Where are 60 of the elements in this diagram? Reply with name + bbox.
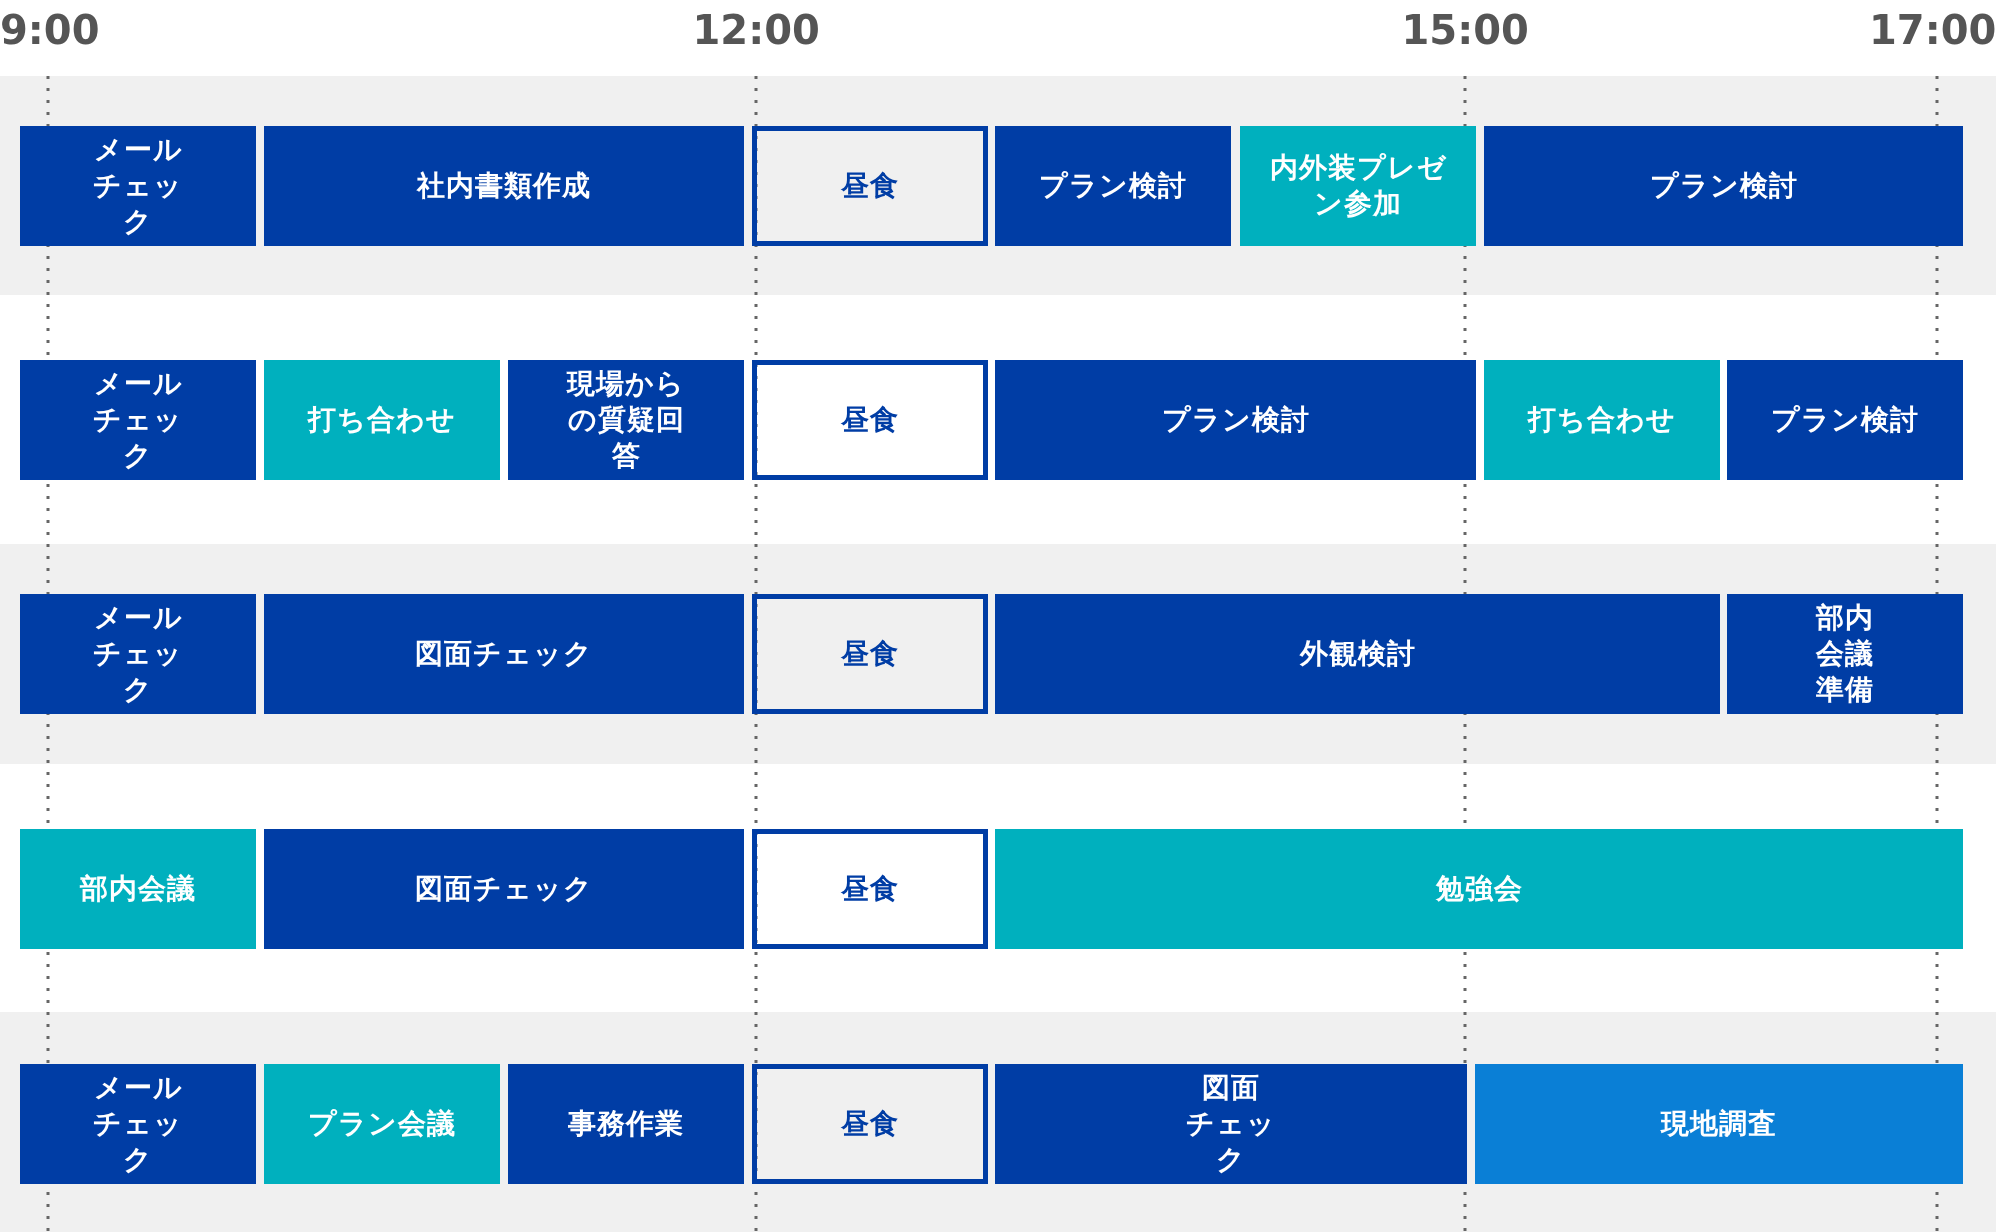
- meeting-block: [1484, 360, 1720, 480]
- meeting-block: [264, 360, 500, 480]
- task-label: プラン検討: [1039, 168, 1187, 204]
- task-label: 外観検討: [1299, 636, 1416, 672]
- task-block: [508, 360, 744, 480]
- task-block: [20, 126, 256, 246]
- lunch-block: [752, 1064, 988, 1184]
- task-label: 打ち合わせ: [1528, 402, 1676, 438]
- task-label: 部内会議準備: [1814, 600, 1875, 708]
- task-label: 昼食: [841, 636, 899, 672]
- time-label: 17:00: [1869, 6, 1996, 55]
- lunch-block: [752, 829, 988, 949]
- task-block: [20, 360, 256, 480]
- task-label: 昼食: [841, 402, 899, 438]
- task-label: 図面チェック: [1185, 1070, 1277, 1178]
- task-label: プラン検討: [1161, 402, 1310, 438]
- task-block: [995, 360, 1476, 480]
- task-label: 内外装プレゼン参加: [1269, 150, 1447, 222]
- task-label: 図面チェック: [415, 871, 593, 907]
- task-label: 現場からの質疑回答: [566, 366, 686, 474]
- task-block: [995, 126, 1231, 246]
- task-label: プラン検討: [1649, 168, 1798, 204]
- task-label: メールチェック: [92, 600, 184, 708]
- time-label: 15:00: [1401, 6, 1529, 55]
- task-label: 事務作業: [568, 1106, 684, 1142]
- task-block: [20, 1064, 256, 1184]
- task-block: [264, 594, 744, 714]
- time-label: 12:00: [692, 6, 820, 55]
- task-label: 昼食: [841, 1106, 899, 1142]
- task-label: 勉強会: [1435, 871, 1523, 907]
- task-label: プラン検討: [1771, 402, 1919, 438]
- task-label: 打ち合わせ: [308, 402, 456, 438]
- task-block: [995, 594, 1720, 714]
- task-label: 図面チェック: [415, 636, 593, 672]
- task-label: メールチェック: [92, 132, 184, 240]
- task-label: 現地調査: [1661, 1106, 1777, 1142]
- task-block: [264, 829, 744, 949]
- meeting-block: [20, 829, 256, 949]
- meeting-block: [1240, 126, 1476, 246]
- meeting-block: [995, 829, 1963, 949]
- task-block: [995, 1064, 1467, 1184]
- task-label: 社内書類作成: [417, 168, 591, 204]
- task-block: [264, 126, 744, 246]
- lunch-block: [752, 594, 988, 714]
- task-block: [20, 594, 256, 714]
- task-label: メールチェック: [92, 366, 184, 474]
- task-label: メールチェック: [92, 1070, 184, 1178]
- time-label: 9:00: [0, 6, 100, 55]
- task-block: [1727, 360, 1963, 480]
- task-label: 部内会議: [80, 871, 196, 907]
- task-label: プラン会議: [308, 1106, 456, 1142]
- task-block: [508, 1064, 744, 1184]
- task-block: [1475, 1064, 1963, 1184]
- task-block: [1484, 126, 1963, 246]
- lunch-block: [752, 360, 988, 480]
- meeting-block: [264, 1064, 500, 1184]
- task-block: [1727, 594, 1963, 714]
- task-label: 昼食: [841, 871, 899, 907]
- lunch-block: [752, 126, 988, 246]
- task-label: 昼食: [841, 168, 899, 204]
